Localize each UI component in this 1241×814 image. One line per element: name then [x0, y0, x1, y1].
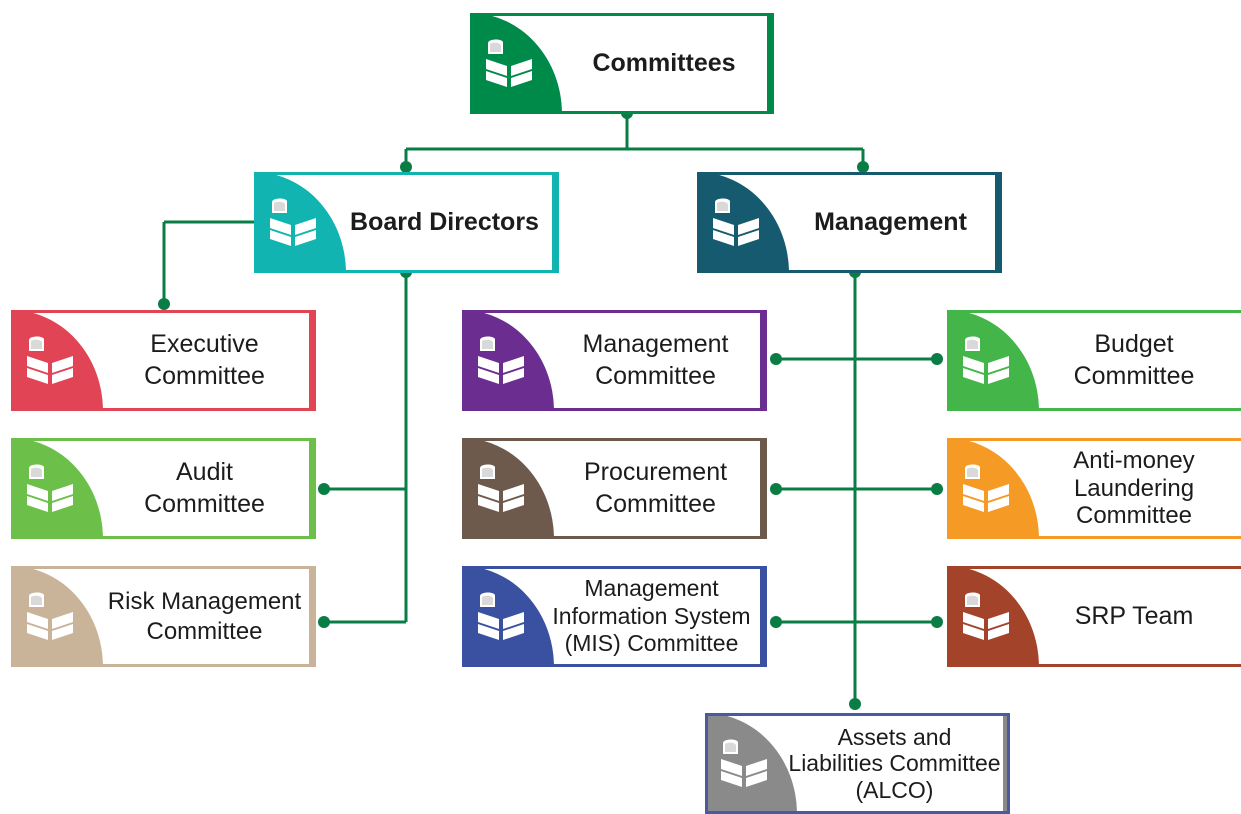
- committees-color-bar: [767, 16, 771, 111]
- label-line: Committee: [595, 361, 716, 390]
- label-line: Committee: [146, 617, 263, 645]
- connector-dot: [770, 353, 782, 365]
- book-icon: [483, 37, 535, 89]
- book-icon: [24, 334, 76, 386]
- book-icon: [710, 196, 762, 248]
- srp-team-box: SRP Team: [947, 566, 1241, 667]
- label-line: (ALCO): [855, 776, 934, 803]
- label-line: Audit: [176, 458, 233, 487]
- connector-dot: [931, 483, 943, 495]
- risk-management-committee-box: Risk Management Committee: [11, 566, 316, 667]
- label-line: Risk Management: [107, 587, 302, 615]
- book-icon: [960, 462, 1012, 514]
- label-line: Committee: [1075, 502, 1193, 530]
- label-line: Information System: [552, 602, 751, 629]
- book-icon: [960, 590, 1012, 642]
- connector-dot: [770, 483, 782, 495]
- connector-dot: [857, 161, 869, 173]
- book-icon: [960, 334, 1012, 386]
- book-icon: [475, 462, 527, 514]
- management-committee-box: Management Committee: [462, 310, 767, 411]
- executive-committee-box: Executive Committee: [11, 310, 316, 411]
- book-icon: [718, 737, 770, 789]
- audit-committee-box: Audit Committee: [11, 438, 316, 539]
- label-line: Committee: [144, 489, 265, 518]
- label-line: Committee: [595, 489, 716, 518]
- label-line: Liabilities Committee: [788, 750, 1001, 777]
- connector-dot: [318, 616, 330, 628]
- board-directors-box: Board Directors: [254, 172, 559, 273]
- label-line: Executive: [150, 330, 259, 359]
- mis-committee-box: Management Information System (MIS) Comm…: [462, 566, 767, 667]
- connector-dot: [400, 161, 412, 173]
- book-icon: [24, 590, 76, 642]
- label-line: Management: [584, 575, 719, 602]
- committees-title: Committees: [592, 48, 736, 77]
- committees-box: Committees: [470, 13, 774, 114]
- board-directors-title: Board Directors: [350, 207, 539, 236]
- label-line: SRP Team: [1074, 601, 1194, 630]
- management-box: Management: [697, 172, 1002, 273]
- book-icon: [475, 590, 527, 642]
- connector-dot: [931, 353, 943, 365]
- label-line: (MIS) Committee: [564, 630, 739, 657]
- connector-dot: [770, 616, 782, 628]
- procurement-committee-box: Procurement Committee: [462, 438, 767, 539]
- label-line: Committee: [1073, 361, 1195, 390]
- label-line: Laundering: [1073, 474, 1195, 502]
- label-line: Procurement: [583, 458, 728, 487]
- connector-dot: [931, 616, 943, 628]
- label-line: Management: [582, 330, 729, 359]
- label-line: Budget: [1094, 330, 1174, 359]
- management-title: Management: [814, 207, 967, 236]
- label-line: Anti-money: [1073, 447, 1195, 475]
- connector-dot: [318, 483, 330, 495]
- label-line: Assets and: [837, 723, 952, 750]
- book-icon: [475, 334, 527, 386]
- connector-dot: [849, 698, 861, 710]
- book-icon: [24, 462, 76, 514]
- label-line: Committee: [144, 361, 265, 390]
- book-icon: [267, 196, 319, 248]
- budget-committee-box: Budget Committee: [947, 310, 1241, 411]
- alco-committee-box: Assets and Liabilities Committee (ALCO): [705, 713, 1010, 814]
- anti-money-laundering-committee-box: Anti-money Laundering Committee: [947, 438, 1241, 539]
- connector-dot: [158, 298, 170, 310]
